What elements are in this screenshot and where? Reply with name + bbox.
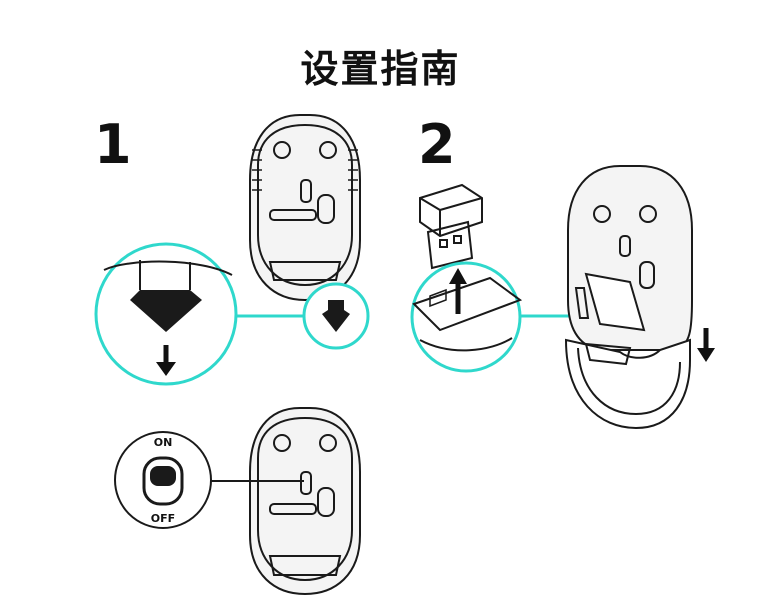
callout-cover-arrow (94, 242, 238, 386)
callout-receiver-slot (410, 261, 523, 373)
callout-small-circle-1 (302, 282, 370, 350)
switch-label-off: OFF (151, 512, 175, 525)
switch-label-on: ON (154, 436, 173, 449)
usb-receiver (419, 183, 483, 270)
step-number-2: 2 (418, 113, 456, 176)
callout-switch-circle: ON OFF (114, 431, 212, 529)
mouse-underside-step1 (249, 114, 361, 302)
page-title: 设置指南 (300, 47, 461, 91)
mouse-underside-onoff (249, 407, 361, 596)
mouse-open-cover (564, 165, 693, 430)
step-number-1: 1 (94, 113, 132, 176)
arrow-down-cover (697, 328, 715, 362)
